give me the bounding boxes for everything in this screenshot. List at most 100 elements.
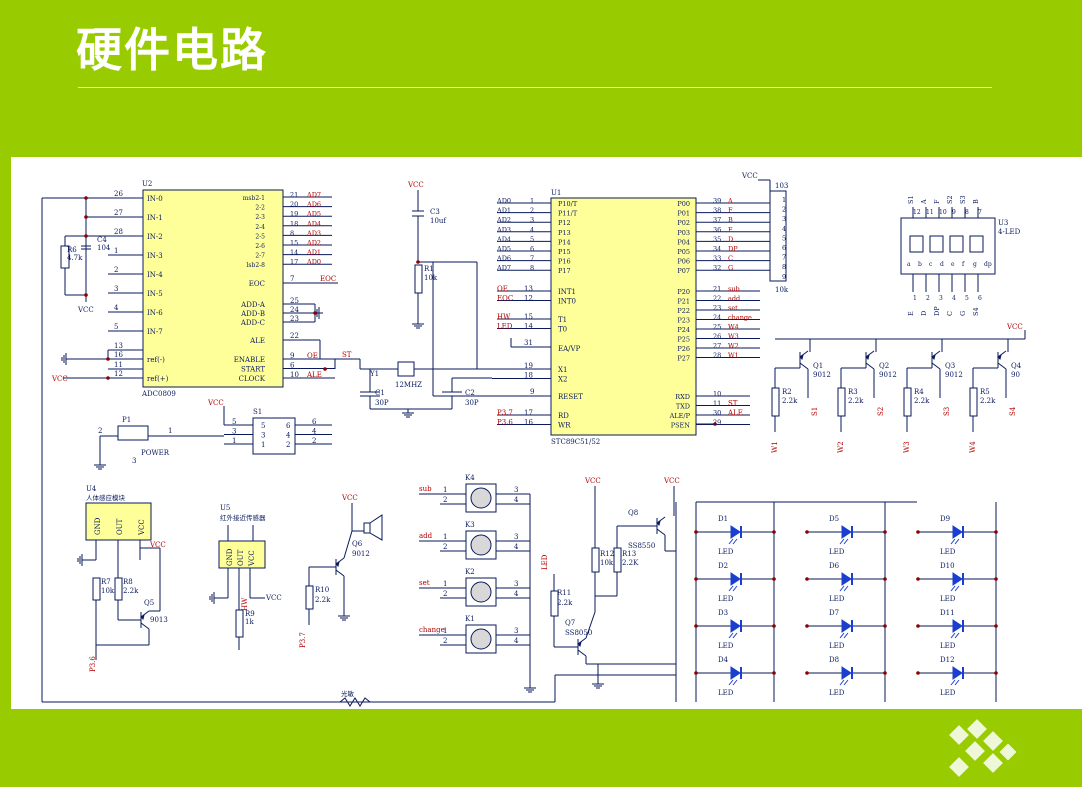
led-d1 [728,538,734,545]
led-d12 [954,679,960,686]
part-value: 2.2k [315,596,331,604]
resistor-r13 [613,547,622,573]
pin-num: 4 [514,543,519,551]
part-value: LED [718,642,734,650]
junction-dot [84,293,88,297]
wire [343,530,353,559]
resistor [837,387,846,417]
junction-dot [883,530,887,534]
part-ref: R13 [622,550,636,558]
led-d9 [952,525,963,539]
net-label: ST [342,351,352,359]
mcu-pin-name: RXD [675,393,690,401]
pin-num: 1 [168,427,172,435]
mcu-pin-name: P05 [677,248,690,256]
net-label: S3 [943,407,951,416]
mcu-pin-num: 14 [524,323,533,331]
part-value: POWER [141,449,170,457]
junction-dot [883,671,887,675]
mcu-pin-name: P15 [558,248,571,256]
part-value: 2.2k [123,587,139,595]
net-label: AD2 [306,239,321,247]
adc-pin-num: 22 [290,332,299,340]
junction-dot [106,376,110,380]
mcu-pin-name: P04 [677,238,690,246]
led4-pin-label: C [946,311,954,316]
part-value: 90 [1011,371,1020,379]
adc-pin-name: ENABLE [234,356,265,364]
net-label: E [728,226,733,234]
pin-num: 2 [443,543,447,551]
net-label: HW [497,313,511,321]
part-value: LED [829,595,845,603]
transistor-q4 [997,362,1007,370]
header-pin: 2 [782,206,786,214]
junction-dot [772,671,776,675]
led-d7 [841,619,852,633]
led4-pin-num: 1 [913,295,917,302]
switch-s1 [252,417,296,455]
part-ref: Q4 [1011,362,1022,370]
led4-pin-label: F [933,199,941,204]
adc-pin-num: 8 [290,229,294,237]
net-label: AD5 [306,210,321,218]
led4-pin-num: 11 [926,209,934,216]
part-ref: U4 [86,485,97,493]
mcu-pin-name: P11/T [558,210,578,218]
led-d11 [952,619,963,633]
net-label: S1 [811,407,819,416]
part-ref: K1 [465,615,475,623]
adc-pin-name: ADD-A [240,301,266,309]
adc-pin-name: ALE [249,337,265,345]
net-label: F [728,207,733,215]
junction-dot [772,577,776,581]
part-ref: Q2 [879,362,889,370]
pin-num: 2 [286,441,290,449]
part-value: 9013 [150,616,168,624]
net-label: OE [307,352,318,360]
adc-pin-num: 20 [290,201,298,209]
net-label: change [728,314,752,322]
mcu-pin-num: 23 [713,304,721,312]
part-ref: 103 [775,182,788,190]
part-value: SS8050 [565,629,592,637]
adc-pin-num: 15 [290,239,298,247]
led-d6 [843,585,849,592]
part-ref: R9 [245,610,255,618]
transistor-q7 [577,649,587,657]
part-ref: D3 [718,609,728,617]
part-ref: Q6 [352,540,363,548]
resistor-r6 [60,245,70,269]
mcu-pin-name: P16 [558,258,571,266]
mcu-pin-num: 18 [524,372,533,380]
part-ref: C3 [430,208,440,216]
adc-pin-num: 28 [114,228,123,236]
adc-pin-num: 19 [290,210,298,218]
junction-dot [805,671,809,675]
adc-pin-num: 25 [290,297,299,305]
led4-pin-label: A [920,199,928,205]
junction-dot [805,624,809,628]
net-label: W3 [903,441,911,453]
led-d1 [732,538,738,545]
led-d4 [732,679,738,686]
led-d12 [950,679,956,686]
mcu-pin-name: P00 [677,200,690,208]
vcc-label: VCC [265,594,282,602]
mcu-pin-name: P06 [677,258,690,266]
slide-title: 硬件电路 [76,23,268,77]
transistor-q3 [931,362,941,370]
junction-dot [994,671,998,675]
header-pin: 8 [782,263,786,271]
adc-pin-name: ADD-C [240,319,265,327]
adc-pin-name: ref(+) [147,375,169,383]
adc-pin-num: 10 [290,371,299,379]
adc-pin-name: 2-7 [255,253,265,260]
net-label: C [728,255,733,263]
junction-dot [916,624,920,628]
vcc-label: VCC [51,375,68,383]
part-ref: Q8 [628,509,638,517]
pin-num: 3 [261,432,265,440]
part-value: LED [829,689,845,697]
adc-pin-name: msb2-1 [243,195,265,202]
